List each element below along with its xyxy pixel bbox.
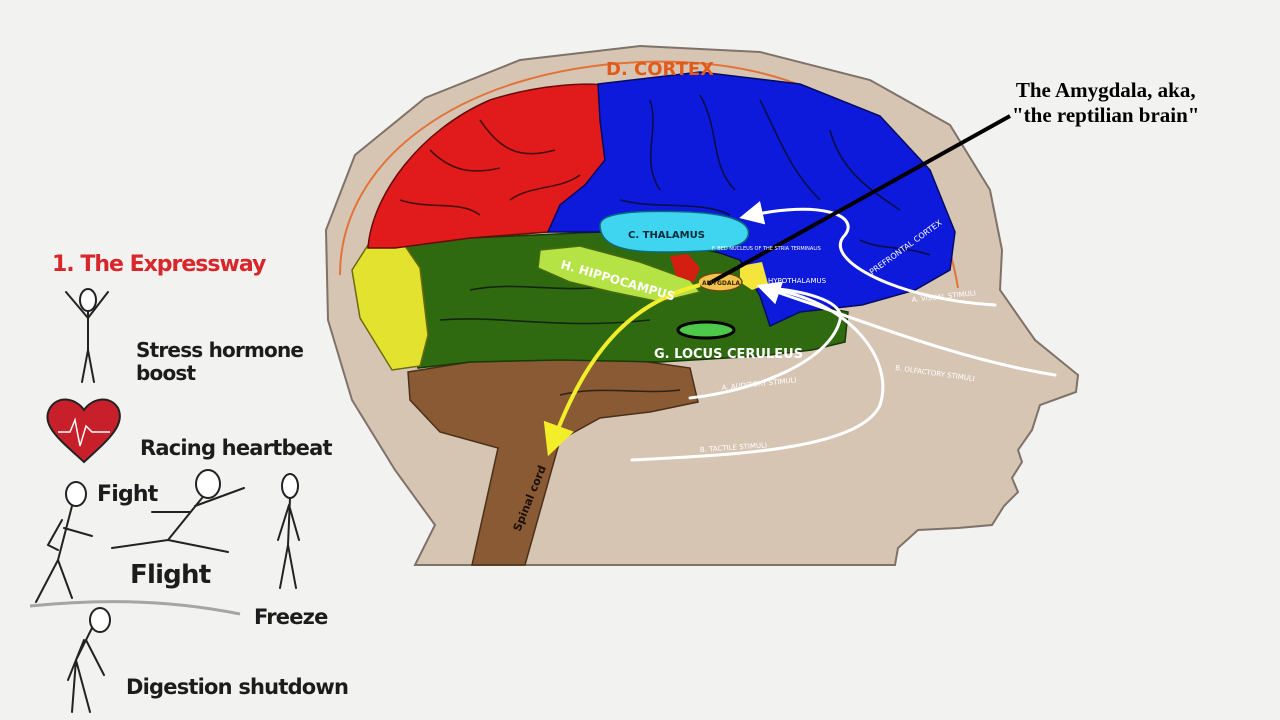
- locus-ceruleus-region: [676, 320, 736, 340]
- thalamus-region: [599, 210, 750, 253]
- freeze-figure-icon: [277, 473, 300, 589]
- fight-figure-icon: [35, 481, 93, 603]
- cortex-label: D. CORTEX: [606, 59, 714, 80]
- bed-nucleus-region: [670, 254, 700, 282]
- amygdala-label: AMYGDALA: [702, 280, 740, 287]
- amygdala-callout: The Amygdala, aka, "the reptilian brain": [1012, 78, 1199, 128]
- fight-label: Fight: [97, 482, 158, 507]
- expressway-heading: 1. The Expressway: [52, 252, 266, 277]
- flight-figure-icon: [111, 469, 245, 553]
- freeze-label: Freeze: [254, 605, 328, 629]
- spinal-cord-arrow: [543, 283, 701, 457]
- locus-ceruleus-label: G. LOCUS CERULEUS: [654, 347, 803, 362]
- racing-heartbeat-label: Racing heartbeat: [140, 436, 333, 460]
- flight-label: Flight: [130, 560, 211, 590]
- occipital-lobe-region: [351, 244, 429, 371]
- frontal-lobe-region: [546, 71, 956, 328]
- hypothalamus-label: HYPOTHALAMUS: [768, 277, 827, 285]
- thalamus-label: C. THALAMUS: [628, 230, 705, 241]
- bed-nucleus-label: F. BED NUCLEUS OF THE STRIA TERMINALIS: [712, 246, 821, 252]
- callout-line-2: "the reptilian brain": [1012, 103, 1200, 127]
- heart-icon: [46, 398, 121, 464]
- digestion-shutdown-label: Digestion shutdown: [126, 675, 349, 699]
- amygdala-region: [697, 272, 743, 292]
- callout-line-1: The Amygdala, aka,: [1015, 78, 1196, 102]
- stimuli-lines: [630, 201, 1057, 462]
- stress-hormone-label: Stress hormone boost: [136, 338, 304, 385]
- stressed-figure-icon: [65, 288, 109, 383]
- digestion-figure-icon: [67, 607, 111, 713]
- hippocampus-region: [537, 245, 702, 303]
- ground-scribble: [29, 600, 241, 616]
- callout-pointer-line: [707, 114, 1011, 286]
